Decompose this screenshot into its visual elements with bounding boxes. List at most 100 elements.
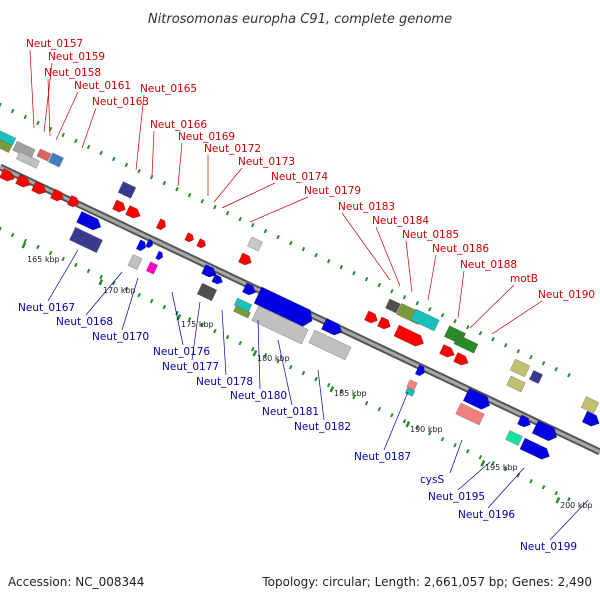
tick-dot	[415, 300, 419, 306]
gene-block	[48, 152, 64, 168]
tick-dot	[23, 114, 28, 120]
tick-dot	[529, 478, 533, 484]
gene-arrow	[321, 318, 343, 336]
tick-dot	[402, 294, 407, 300]
tick-dot	[567, 496, 571, 502]
gene-arrow	[196, 238, 206, 249]
tick-dot	[175, 186, 179, 192]
tick-dot	[263, 352, 268, 358]
tick-dot	[137, 292, 141, 298]
tick-mark	[329, 386, 335, 393]
reverse-gene-label: Neut_0181	[262, 406, 319, 418]
tick-dot	[364, 400, 369, 406]
leader-line-forward	[491, 300, 543, 335]
tick-mark	[21, 242, 27, 249]
tick-dot	[213, 204, 217, 210]
gene-block	[505, 430, 523, 446]
tick-dot	[213, 328, 217, 334]
gene-arrow	[67, 195, 79, 208]
tick-dot	[238, 340, 242, 346]
leader-line-reverse	[317, 369, 325, 421]
gene-block	[455, 402, 485, 426]
gene-arrow	[463, 387, 490, 410]
tick-label: 200 kbp	[560, 501, 593, 510]
tick-dot	[428, 306, 432, 312]
tick-dot	[554, 366, 558, 372]
tick-dot	[466, 324, 470, 330]
gene-block	[404, 387, 416, 397]
tick-dot	[516, 348, 521, 354]
leader-line-forward	[469, 284, 515, 329]
leader-line-reverse	[221, 309, 227, 376]
leader-line-reverse	[121, 277, 139, 331]
tick-dot	[124, 162, 129, 168]
tick-dot	[124, 286, 129, 292]
accession-text: Accession: NC_008344	[8, 575, 144, 589]
leader-line-forward	[55, 91, 79, 141]
gene-block	[0, 139, 13, 153]
forward-gene-label: Neut_0186	[432, 243, 489, 255]
gene-arrow	[155, 250, 163, 261]
forward-gene-label: Neut_0173	[238, 156, 295, 168]
genome-summary-text: Topology: circular; Length: 2,661,057 bp…	[261, 575, 592, 589]
leader-line-reverse	[171, 291, 184, 346]
gene-block	[453, 334, 479, 354]
tick-dot	[453, 318, 457, 324]
tick-dot	[491, 336, 495, 342]
tick-dot	[99, 274, 103, 280]
tick-dot	[61, 132, 65, 138]
gene-block	[117, 181, 137, 199]
gene-arrow	[31, 181, 47, 195]
tick-dot	[364, 276, 369, 282]
leader-line-forward	[177, 142, 183, 187]
gene-arrow	[453, 352, 469, 366]
gene-block	[127, 254, 143, 270]
tick-label: 195 kbp	[485, 463, 518, 472]
tick-dot	[238, 216, 242, 222]
gene-block	[385, 298, 401, 314]
tick-dot	[339, 264, 344, 270]
tick-dot	[314, 252, 318, 258]
tick-dot	[541, 484, 546, 490]
leader-line-forward	[221, 182, 276, 209]
forward-gene-label: Neut_0185	[402, 229, 459, 241]
tick-dot	[440, 436, 445, 442]
tick-mark	[480, 460, 486, 467]
tick-dot	[478, 330, 483, 336]
tick-dot	[326, 258, 331, 264]
leader-line-forward	[341, 212, 391, 281]
gene-arrow	[238, 252, 252, 266]
tick-dot	[10, 232, 15, 238]
tick-dot	[187, 192, 192, 198]
tick-dot	[377, 282, 382, 288]
gene-block	[247, 236, 263, 252]
gene-arrow	[364, 310, 378, 324]
tick-dot	[529, 354, 533, 360]
tick-dot	[339, 388, 344, 394]
leader-line-reverse	[449, 439, 463, 474]
tick-label: 190 kbp	[410, 425, 443, 434]
leader-line-reverse	[457, 461, 491, 491]
gene-arrow	[439, 344, 455, 358]
leader-line-reverse	[277, 339, 293, 406]
leader-line-forward	[405, 240, 413, 293]
gene-block	[36, 148, 52, 162]
gene-arrow	[415, 364, 425, 377]
tick-dot	[0, 226, 2, 232]
tick-dot	[251, 346, 255, 352]
forward-gene-label: Neut_0165	[140, 83, 197, 95]
forward-gene-label: Neut_0190	[538, 289, 595, 301]
reverse-gene-label: Neut_0178	[196, 376, 253, 388]
tick-dot	[314, 376, 318, 382]
tick-dot	[23, 238, 28, 244]
leader-line-reverse	[257, 319, 261, 390]
tick-dot	[352, 394, 356, 400]
gene-block	[506, 375, 526, 393]
gene-block	[406, 379, 418, 391]
tick-dot	[491, 460, 495, 466]
reverse-gene-label: Neut_0168	[56, 316, 113, 328]
gene-block	[580, 396, 600, 414]
forward-gene-label: Neut_0159	[48, 51, 105, 63]
tick-dot	[352, 270, 356, 276]
leader-line-reverse	[85, 271, 123, 316]
